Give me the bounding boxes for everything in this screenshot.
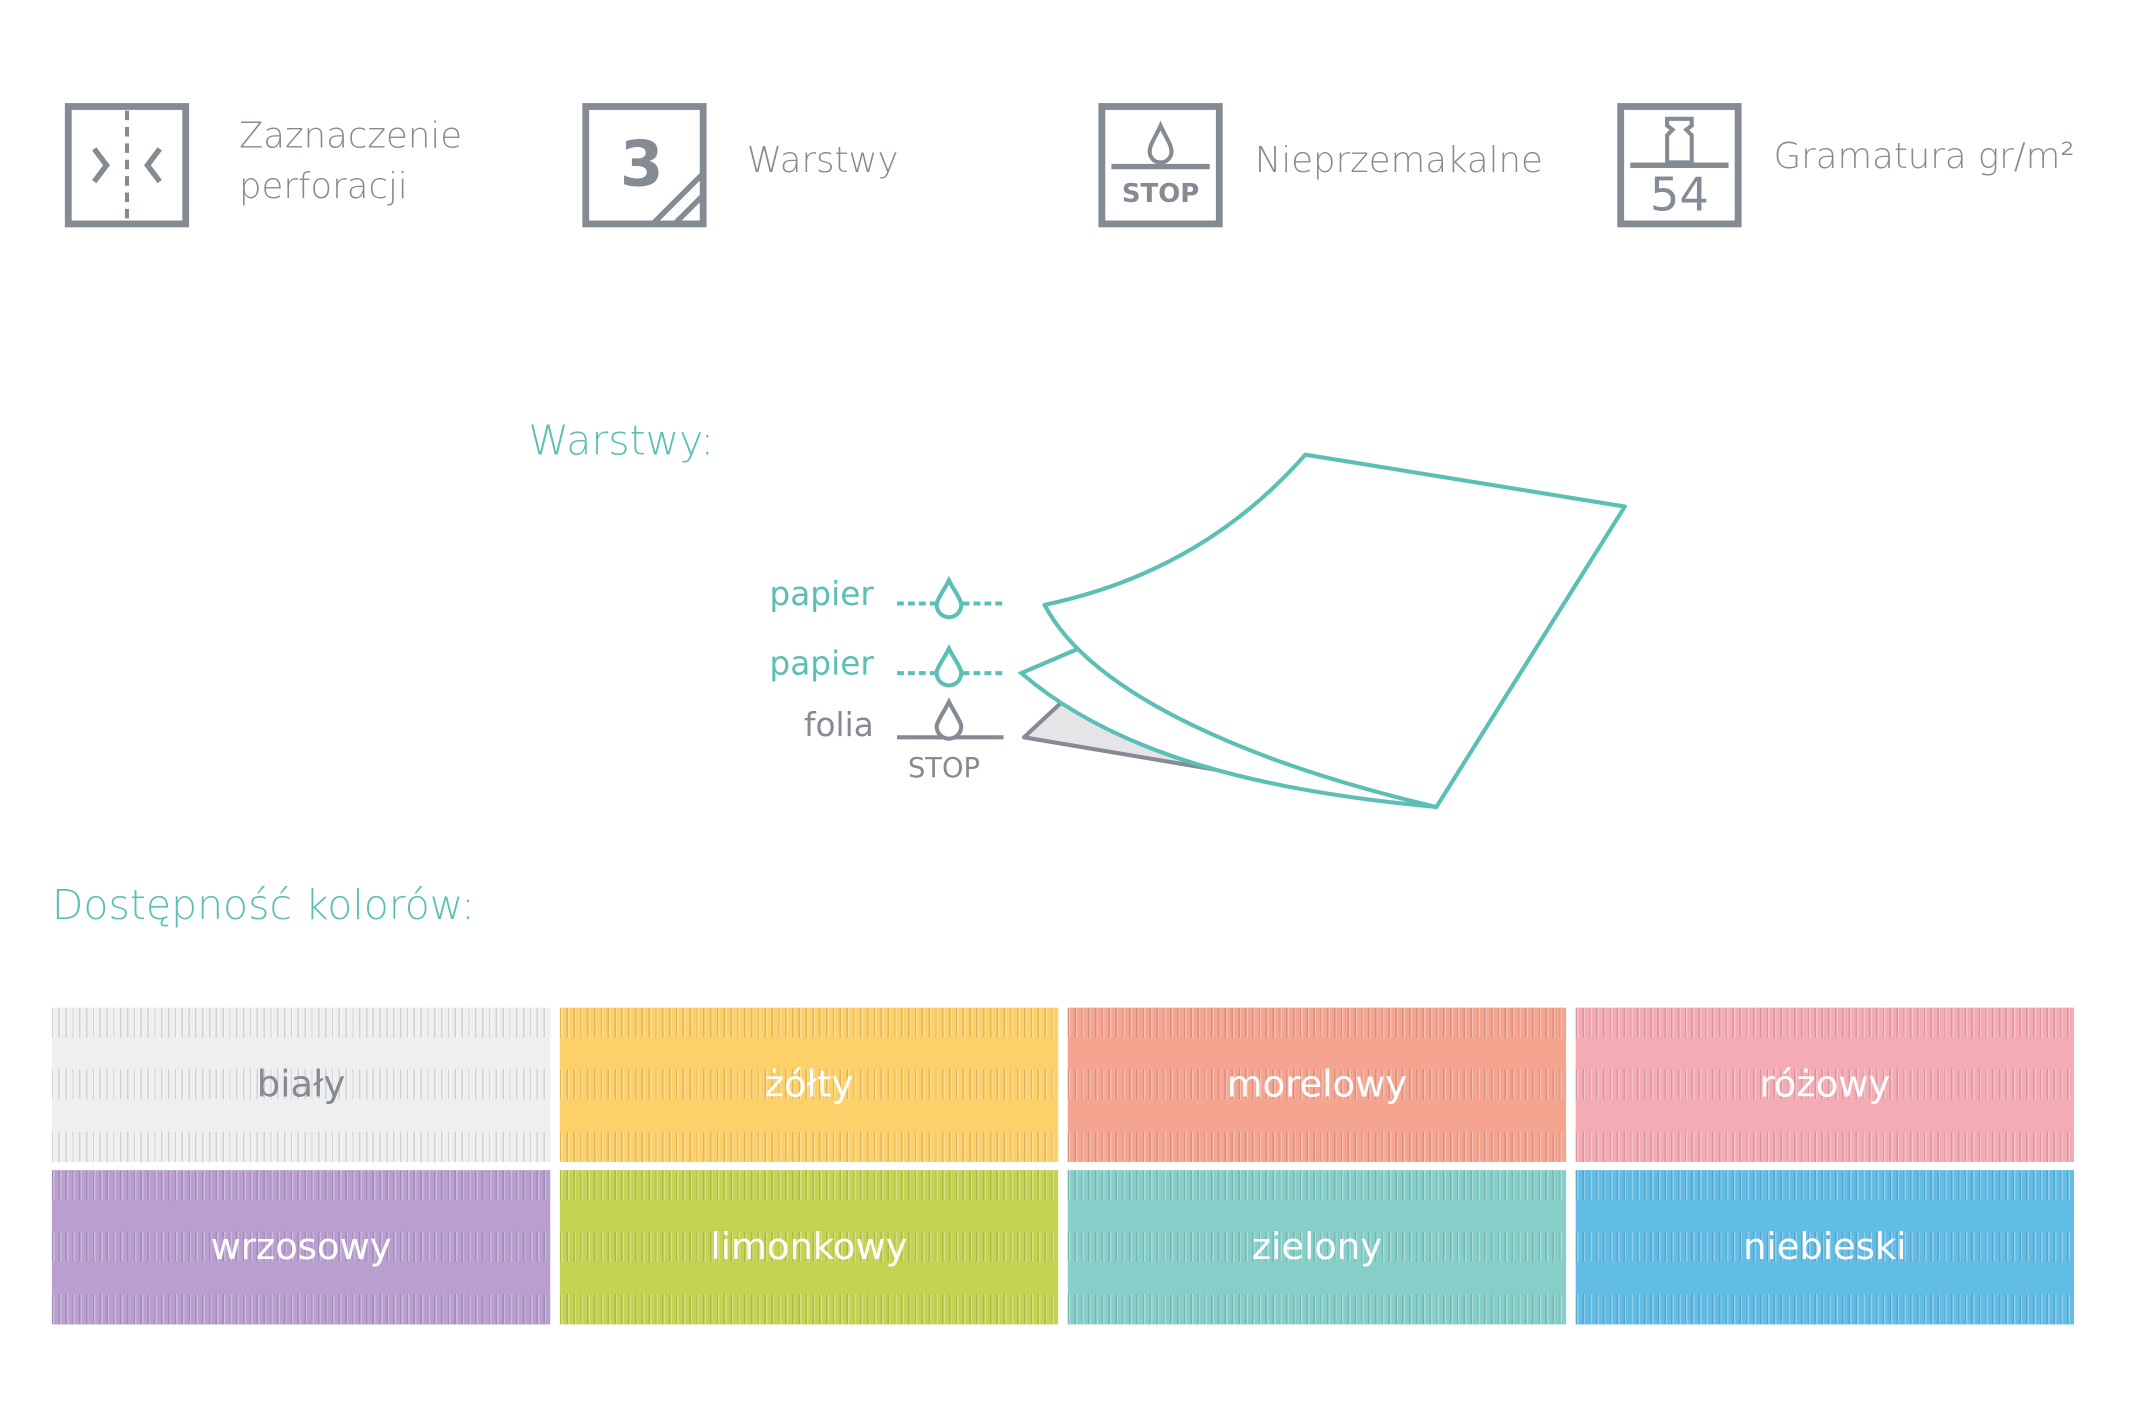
color-swatch-label: biały (256, 1063, 346, 1106)
layer-label-paper: papier (769, 574, 874, 614)
stop-label: STOP (907, 750, 980, 784)
feature-label-waterproof: Nieprzemakalne (1254, 140, 1543, 182)
waterproof-stop-icon: STOP (1098, 102, 1224, 228)
feature-label-line2: perforacji (238, 166, 408, 208)
layers-icon: 3 (582, 102, 708, 228)
water-drop-icon (897, 575, 1004, 620)
color-swatch: limonkowy (559, 1170, 1059, 1325)
layers-title: Warstwy: (528, 417, 715, 466)
color-swatch-label: zielony (1251, 1226, 1383, 1269)
stripe-texture (1067, 1069, 1567, 1100)
feature-label-line1: Zaznaczenie (238, 116, 463, 158)
color-swatch: niebieski (1575, 1170, 2075, 1325)
stripe-texture (1067, 1131, 1567, 1162)
color-swatch-label: niebieski (1743, 1226, 1907, 1269)
color-swatch-label: różowy (1759, 1063, 1891, 1106)
perforation-icon (64, 103, 190, 228)
stripe-texture (1575, 1131, 2075, 1162)
stripe-texture (51, 1231, 551, 1262)
colors-title: Dostępność kolorów: (51, 882, 475, 930)
color-swatch: wrzosowy (51, 1170, 551, 1325)
layer-label-paper: papier (769, 644, 874, 683)
color-swatch: zielony (1067, 1170, 1567, 1325)
stripe-texture (559, 1007, 1059, 1038)
color-swatch-label: żółty (764, 1063, 854, 1106)
stripe-texture (1067, 1170, 1567, 1201)
stripe-texture (559, 1294, 1059, 1325)
stripe-texture (1067, 1294, 1567, 1325)
stripe-texture (559, 1131, 1059, 1162)
stripe-texture (559, 1231, 1059, 1262)
stripe-texture (51, 1294, 551, 1325)
feature-label-perforation: Zaznaczenie perforacji (239, 112, 462, 213)
layers-count: 3 (619, 126, 664, 201)
stripe-texture (1575, 1007, 2075, 1038)
stripe-texture (1575, 1069, 2075, 1100)
stripe-texture (51, 1131, 551, 1162)
stripe-texture (1067, 1007, 1567, 1038)
stripe-texture (51, 1170, 551, 1201)
stripe-texture (1575, 1294, 2075, 1325)
layer-label-foil: folia (803, 705, 874, 745)
stripe-texture (1575, 1170, 2075, 1201)
weight-value: 54 (1649, 167, 1709, 223)
stripe-texture (51, 1007, 551, 1038)
water-drop-icon (897, 643, 1004, 688)
water-stop-icon (897, 697, 1004, 741)
color-swatch: biały (51, 1007, 551, 1162)
stripe-texture (559, 1069, 1059, 1100)
color-swatch-label: limonkowy (710, 1226, 908, 1269)
weight-icon: 54 (1617, 102, 1743, 228)
stripe-texture (51, 1069, 551, 1100)
stripe-texture (559, 1170, 1059, 1201)
color-swatch-label: wrzosowy (210, 1226, 392, 1269)
color-swatch: różowy (1575, 1007, 2075, 1162)
color-swatch: żółty (559, 1007, 1059, 1162)
paper-layer-1 (1042, 452, 1627, 809)
feature-label-layers: Warstwy (746, 140, 899, 182)
stripe-texture (1575, 1231, 2075, 1262)
stop-text: STOP (1121, 178, 1200, 209)
stripe-texture (1067, 1231, 1567, 1262)
feature-label-weight: Gramatura gr/m² (1773, 136, 2075, 178)
color-swatch: morelowy (1067, 1007, 1567, 1162)
color-swatch-label: morelowy (1226, 1063, 1408, 1106)
